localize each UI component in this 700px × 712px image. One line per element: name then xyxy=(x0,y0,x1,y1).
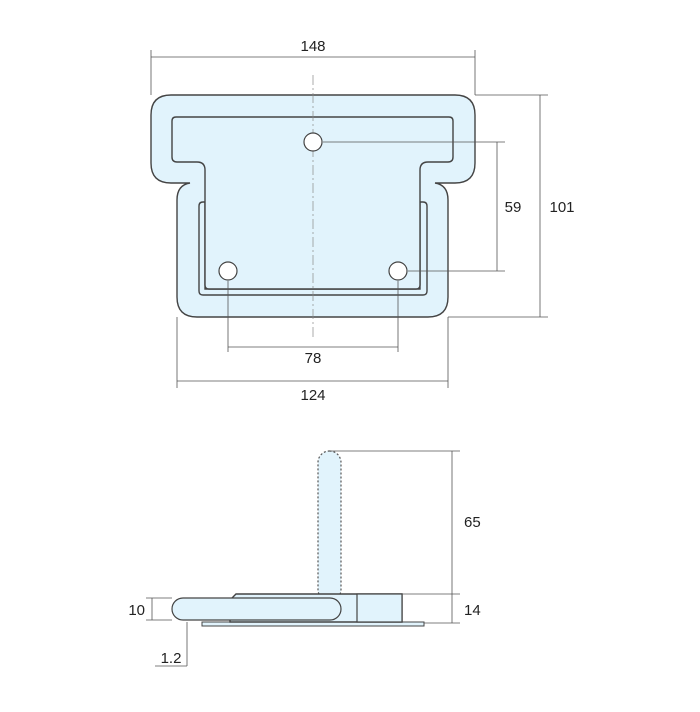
handle-slot xyxy=(198,201,428,296)
dim-101: 101 xyxy=(549,199,574,216)
mounting-holes xyxy=(218,132,408,281)
hole-top xyxy=(303,132,323,152)
raised-handle-phantom xyxy=(317,450,342,602)
hole-bottom-left xyxy=(218,261,238,281)
dim-14: 14 xyxy=(464,602,481,619)
dim-78: 78 xyxy=(305,350,322,367)
side-view: 65 14 10 1.2 xyxy=(128,450,481,667)
side-dimension-lines xyxy=(146,450,460,667)
dim-65: 65 xyxy=(464,514,481,531)
dim-10: 10 xyxy=(128,602,145,619)
folded-handle xyxy=(171,597,342,621)
dimension-lines xyxy=(150,50,548,388)
dim-59: 59 xyxy=(505,199,522,216)
dim-148: 148 xyxy=(300,38,325,55)
dim-1-2: 1.2 xyxy=(161,650,182,667)
dim-124: 124 xyxy=(300,387,325,404)
base-plate xyxy=(171,116,454,290)
housing-block xyxy=(356,593,403,623)
top-view: 148 101 59 78 124 xyxy=(150,38,575,404)
hole-bottom-right xyxy=(388,261,408,281)
